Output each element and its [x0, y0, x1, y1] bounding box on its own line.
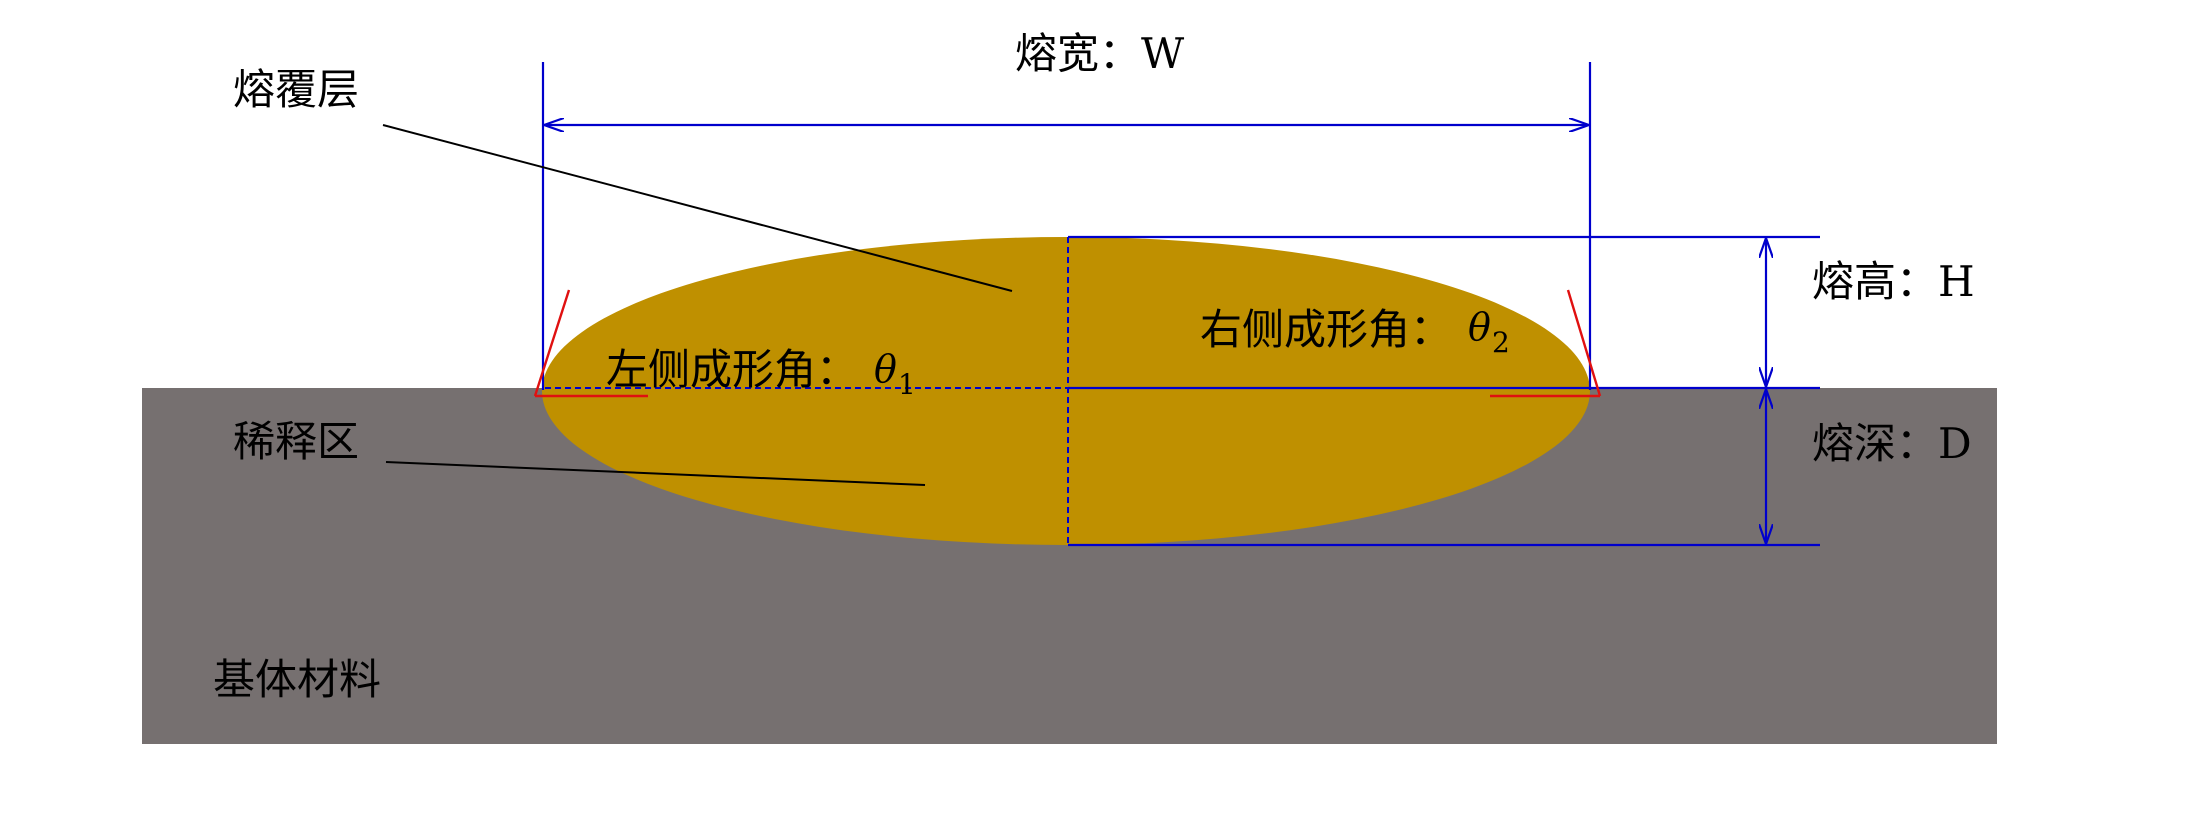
dilution-zone-label: 稀释区	[233, 417, 359, 466]
dilution-zone-leader-line	[385, 461, 926, 486]
right-angle-symbol: θ	[1468, 305, 1491, 349]
cladding-layer-leader-line	[382, 124, 1013, 292]
height-label: 熔高：H	[1812, 257, 1975, 306]
cladding-bead	[542, 237, 1590, 545]
left-angle-tangent-line	[533, 289, 571, 397]
left-angle-subscript: 1	[898, 368, 916, 401]
right-angle-label: 右侧成形角：	[1200, 305, 1452, 354]
width-label: 熔宽：W	[1015, 29, 1185, 78]
depth-label: 熔深：D	[1812, 419, 1972, 468]
base-material-label: 基体材料	[213, 655, 381, 704]
right-angle-tangent-line	[1566, 289, 1602, 397]
cladding-layer-label: 熔覆层	[233, 65, 359, 114]
left-angle-label: 左侧成形角：	[606, 345, 858, 394]
left-angle-symbol: θ	[874, 347, 897, 391]
right-angle-subscript: 2	[1492, 326, 1510, 359]
